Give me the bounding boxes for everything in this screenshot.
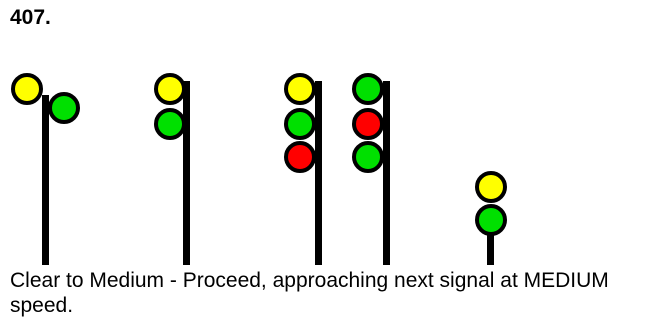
- signal-4: [352, 73, 390, 265]
- signal-3-head-1: [284, 73, 316, 105]
- signal-4-head-3: [352, 141, 384, 173]
- signal-4-mast: [383, 81, 390, 265]
- signal-4-head-1: [352, 73, 384, 105]
- signal-1: [11, 73, 80, 265]
- signal-2-mast: [183, 81, 190, 265]
- signal-3-head-3: [284, 141, 316, 173]
- signal-4-head-2: [352, 108, 384, 140]
- signal-5-head-1: [475, 171, 507, 203]
- signal-5-mast: [487, 225, 494, 265]
- signal-diagram: [11, 73, 507, 265]
- signal-2: [154, 73, 190, 265]
- signal-3-mast: [315, 81, 322, 265]
- signal-1-mast: [42, 95, 49, 265]
- signal-3-head-2: [284, 108, 316, 140]
- aspect-caption: Clear to Medium - Proceed, approaching n…: [10, 269, 609, 317]
- signal-2-head-2: [154, 108, 186, 140]
- rule-number: 407.: [10, 6, 51, 29]
- signal-5: [475, 171, 507, 265]
- signal-1-head-1: [11, 73, 43, 105]
- signal-1-head-2: [48, 92, 80, 124]
- signal-3: [284, 73, 322, 265]
- signal-5-head-2: [475, 204, 507, 236]
- signal-2-head-1: [154, 73, 186, 105]
